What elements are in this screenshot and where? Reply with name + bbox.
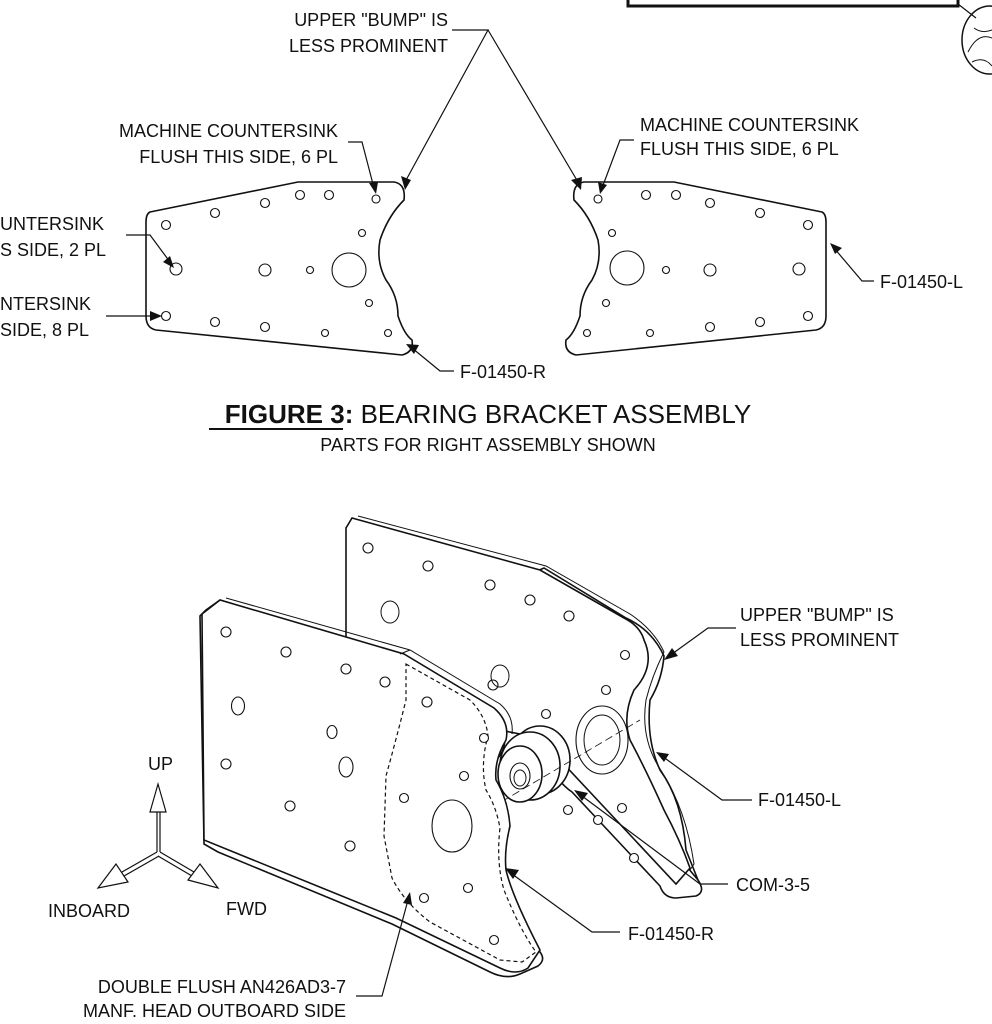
figure-title-prefix: FIGURE 3: [225,399,354,429]
leaders-iso [356,627,752,997]
part-f01450r-iso [199,597,544,978]
callout-rivet-line2: MANF. HEAD OUTBOARD SIDE [83,1001,346,1021]
callout-bump-iso-line2: LESS PROMINENT [740,630,899,650]
figure-subtitle: PARTS FOR RIGHT ASSEMBLY SHOWN [320,435,655,455]
inboard-arrow-icon [96,862,129,889]
orientation-fwd-label: FWD [226,899,267,919]
callout-csk-8pl-line1: NTERSINK [0,294,91,314]
iso-callout-texts: UPPER "BUMP" IS LESS PROMINENT F-01450-L… [83,605,899,1021]
orientation-inboard-label: INBOARD [48,901,130,921]
callout-csk-2pl-line1: UNTERSINK [0,214,104,234]
figure-title: FIGURE 3: BEARING BRACKET ASSEMBLY [225,399,751,429]
part-f01450l-flat [564,181,827,356]
callout-bearing-iso: COM-3-5 [736,875,810,895]
leaders-flat [106,29,874,372]
callout-rivet-line1: DOUBLE FLUSH AN426AD3-7 [98,977,346,997]
bearing-com-3-5 [439,719,641,839]
orientation-up-label: UP [148,754,173,774]
callout-csk-right-line2: FLUSH THIS SIDE, 6 PL [640,139,839,159]
callout-bump-iso-line1: UPPER "BUMP" IS [740,605,894,625]
callout-part-left-flat: F-01450-L [880,272,963,292]
callout-csk-right-line1: MACHINE COUNTERSINK [640,115,859,135]
orientation-triad: UP INBOARD FWD [48,754,267,921]
fwd-arrow-icon [186,863,220,890]
figure3-title: FIGURE 3: BEARING BRACKET ASSEMBLY PARTS… [209,399,751,455]
callout-part-left-iso: F-01450-L [758,790,841,810]
callout-csk-2pl-line2: S SIDE, 2 PL [0,240,106,260]
callout-csk-left-line1: MACHINE COUNTERSINK [119,121,338,141]
callout-part-right-iso: F-01450-R [628,924,714,944]
logo-seal-fragment [957,3,992,75]
callout-bump-top-line1: UPPER "BUMP" IS [294,10,448,30]
callout-csk-left-line2: FLUSH THIS SIDE, 6 PL [139,147,338,167]
part-f01450l-iso [345,515,703,899]
up-arrow-icon [149,781,167,813]
callout-part-right-flat: F-01450-R [460,362,546,382]
figure-title-rest: BEARING BRACKET ASSEMBLY [353,399,751,429]
flat-callout-texts: UPPER "BUMP" IS LESS PROMINENT MACHINE C… [0,10,963,382]
callout-csk-8pl-line2: SIDE, 8 PL [0,320,89,340]
part-f01450r-flat [145,181,414,356]
title-box-fragment [626,0,960,8]
callout-bump-top-line2: LESS PROMINENT [289,36,448,56]
